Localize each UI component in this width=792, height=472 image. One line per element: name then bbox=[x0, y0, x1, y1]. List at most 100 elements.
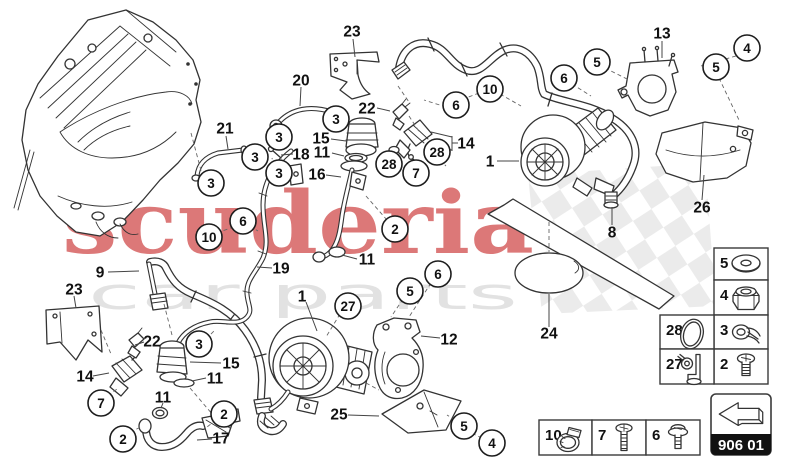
legend-cell-number: 28 bbox=[666, 322, 683, 339]
callout-5 bbox=[450, 412, 478, 440]
callout-7 bbox=[402, 159, 430, 187]
part-label-14: 14 bbox=[457, 136, 475, 153]
callout-number: 5 bbox=[593, 55, 601, 70]
part-air-pump-upper bbox=[520, 107, 617, 197]
part-hose-top bbox=[391, 37, 640, 200]
part-label-11: 11 bbox=[314, 145, 331, 162]
callout-number: 4 bbox=[488, 436, 496, 451]
part-label-23: 23 bbox=[65, 282, 83, 299]
legend-cell-number: 4 bbox=[720, 287, 729, 304]
part-label-22: 22 bbox=[143, 334, 160, 351]
part-label-9: 9 bbox=[96, 265, 105, 282]
callout-number: 3 bbox=[251, 150, 259, 165]
callout-number: 3 bbox=[332, 112, 340, 127]
part-bracket-23-lower bbox=[45, 305, 103, 361]
part-valve-15-lower bbox=[156, 340, 188, 383]
part-hose-9 bbox=[146, 257, 287, 436]
callout-2 bbox=[109, 425, 137, 453]
callout-5 bbox=[702, 53, 730, 81]
part-label-18: 18 bbox=[292, 147, 310, 164]
callout-4 bbox=[733, 34, 761, 62]
part-label-19: 19 bbox=[272, 261, 290, 278]
callout-4 bbox=[478, 429, 506, 457]
callout-3 bbox=[241, 143, 269, 171]
diagram-code-badge: 906 01 bbox=[710, 393, 772, 456]
callout-number: 3 bbox=[195, 337, 203, 352]
callout-number: 3 bbox=[275, 130, 283, 145]
part-cover-26 bbox=[655, 121, 754, 183]
part-label-12: 12 bbox=[440, 332, 457, 349]
part-label-26: 26 bbox=[693, 200, 711, 217]
legend-cell-number: 5 bbox=[720, 255, 728, 272]
part-bracket-13 bbox=[617, 45, 679, 117]
callout-number: 27 bbox=[340, 299, 355, 314]
part-sensor-22-lower bbox=[127, 327, 145, 359]
part-label-1: 1 bbox=[298, 289, 307, 306]
callout-3 bbox=[265, 159, 293, 187]
part-sensor-22-upper bbox=[392, 98, 411, 131]
part-label-15: 15 bbox=[312, 131, 330, 148]
callout-number: 3 bbox=[207, 176, 215, 191]
callout-number: 5 bbox=[406, 284, 414, 299]
callout-number: 4 bbox=[743, 41, 751, 56]
callout-5 bbox=[583, 48, 611, 76]
callout-5 bbox=[396, 277, 424, 305]
callout-number: 2 bbox=[220, 407, 228, 422]
legend-cell-number: 27 bbox=[666, 356, 683, 373]
part-label-11: 11 bbox=[359, 252, 376, 269]
part-label-11: 11 bbox=[207, 371, 224, 388]
callout-10 bbox=[476, 75, 504, 103]
part-label-11: 11 bbox=[155, 390, 172, 407]
callout-28 bbox=[423, 138, 451, 166]
legend-cell-number: 7 bbox=[598, 427, 606, 444]
part-label-1: 1 bbox=[486, 154, 495, 171]
callout-number: 10 bbox=[201, 230, 216, 245]
callout-number: 28 bbox=[429, 145, 445, 160]
legend-cell-number: 6 bbox=[652, 427, 660, 444]
part-valve-14-lower bbox=[109, 351, 143, 397]
part-label-24: 24 bbox=[540, 326, 558, 343]
engine-illustration bbox=[13, 9, 202, 239]
callout-number: 2 bbox=[391, 222, 399, 237]
part-gasket-oval-24 bbox=[514, 252, 584, 294]
callout-6 bbox=[229, 207, 257, 235]
callout-3 bbox=[197, 169, 225, 197]
part-bracket-12 bbox=[372, 317, 424, 400]
callout-number: 5 bbox=[460, 419, 468, 434]
washer-icon bbox=[731, 254, 761, 273]
callout-number: 6 bbox=[239, 214, 247, 229]
part-label-20: 20 bbox=[292, 73, 309, 90]
callout-10 bbox=[195, 223, 223, 251]
callout-number: 28 bbox=[381, 157, 397, 172]
legend-cell-number: 3 bbox=[720, 322, 728, 339]
part-pipe-16 bbox=[312, 160, 368, 263]
callout-number: 2 bbox=[119, 432, 127, 447]
callout-number: 7 bbox=[412, 166, 420, 181]
callout-number: 3 bbox=[275, 166, 283, 181]
callout-number: 5 bbox=[712, 60, 720, 75]
callout-number: 10 bbox=[482, 82, 497, 97]
legend-cell-number: 2 bbox=[720, 356, 728, 373]
part-label-25: 25 bbox=[330, 407, 348, 424]
callout-number: 6 bbox=[560, 71, 568, 86]
part-label-16: 16 bbox=[308, 167, 326, 184]
part-label-23: 23 bbox=[343, 24, 361, 41]
part-air-pump-lower bbox=[268, 317, 373, 415]
part-label-15: 15 bbox=[222, 356, 240, 373]
callout-3 bbox=[322, 105, 350, 133]
part-gasket-11-upper bbox=[344, 152, 368, 164]
callout-2 bbox=[381, 215, 409, 243]
callout-number: 6 bbox=[452, 98, 460, 113]
part-label-21: 21 bbox=[216, 121, 234, 138]
badge-code-bar bbox=[711, 434, 771, 455]
callout-2 bbox=[210, 400, 238, 428]
part-plate-25 bbox=[381, 389, 462, 434]
badge-code-text: 906 01 bbox=[718, 437, 764, 454]
part-label-22: 22 bbox=[358, 101, 375, 118]
part-label-14: 14 bbox=[76, 369, 94, 386]
